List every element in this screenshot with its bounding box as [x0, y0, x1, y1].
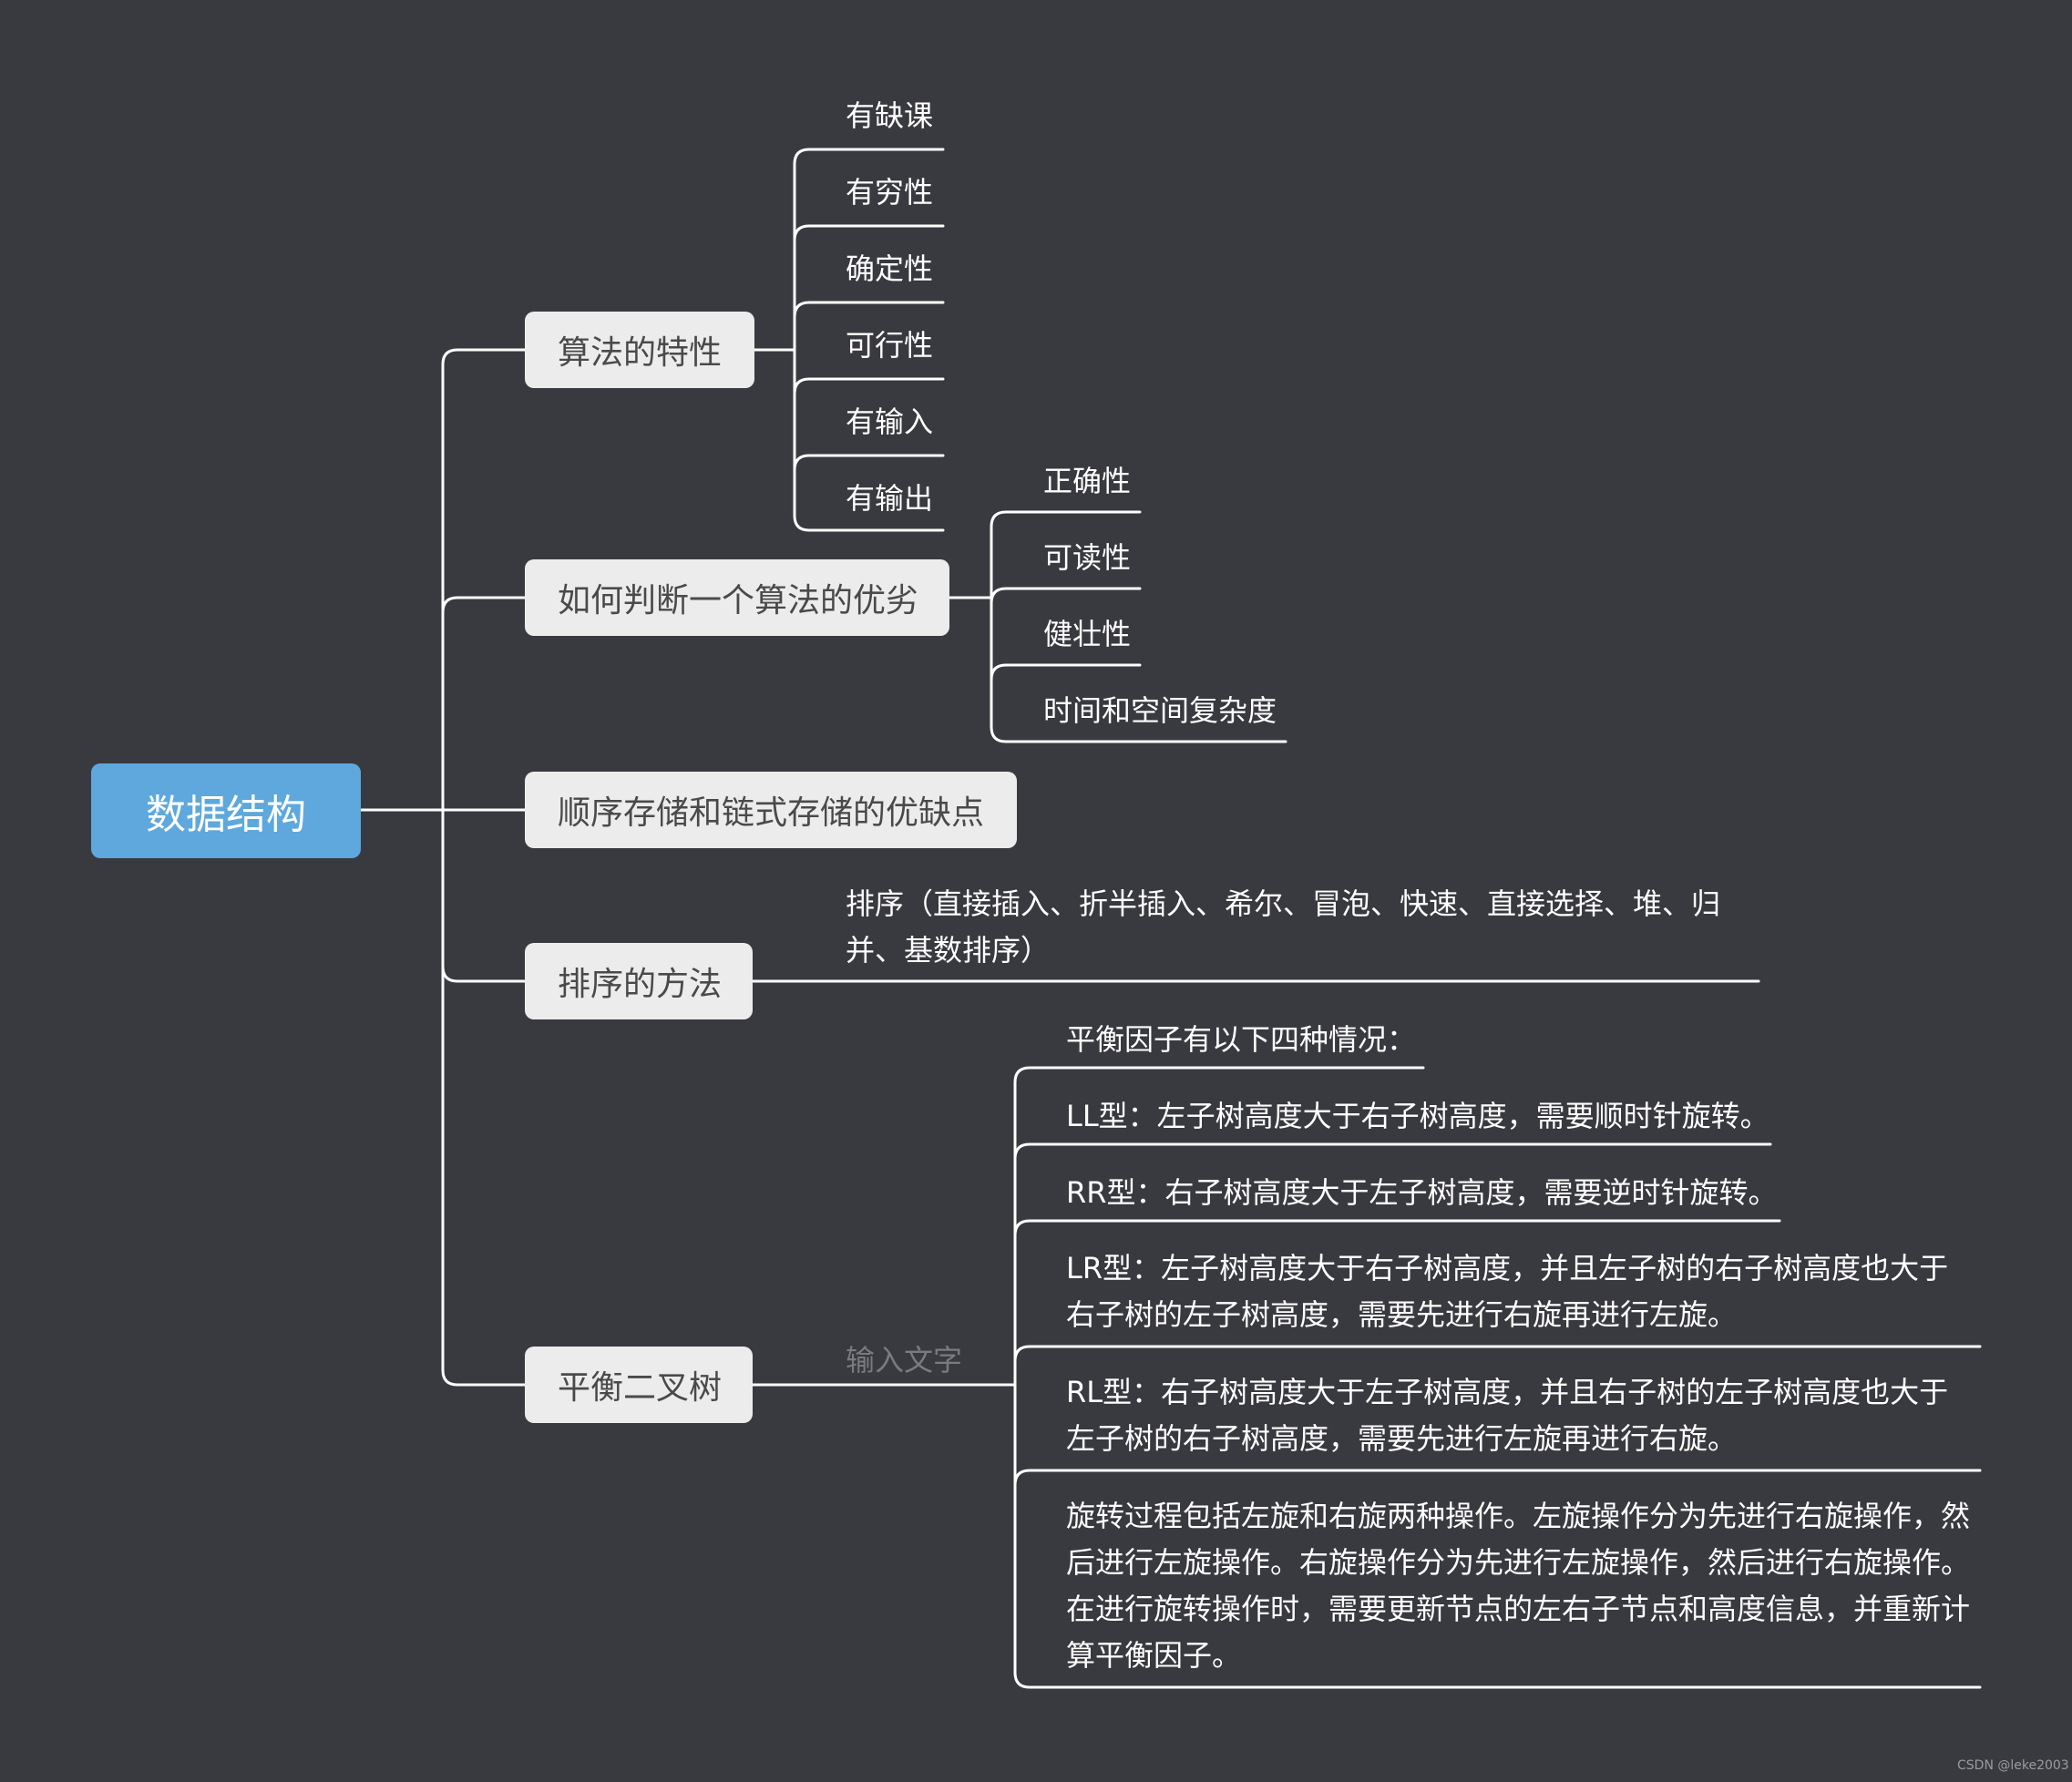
leaf-node[interactable]: 平衡因子有以下四种情况：	[1066, 1024, 1416, 1055]
leaf-label: 有输出	[846, 481, 934, 516]
leaf-node[interactable]: 排序（直接插入、折半插入、希尔、冒泡、快速、直接选择、堆、归并、基数排序）	[846, 881, 1757, 974]
leaf-label: 排序（直接插入、折半插入、希尔、冒泡、快速、直接选择、堆、归并、基数排序）	[846, 886, 1721, 968]
leaf-node[interactable]: 可行性	[846, 330, 933, 361]
leaf-node[interactable]: LL型：左子树高度大于右子树高度，需要顺时针旋转。	[1066, 1101, 1769, 1132]
placeholder-hint[interactable]: 输入文字	[846, 1337, 962, 1379]
leaf-label: LR型：左子树高度大于右子树高度，并且左子树的右子树高度也大于右子树的左子树高度…	[1066, 1251, 1949, 1332]
leaf-node[interactable]: RL型：右子树高度大于左子树高度，并且右子树的左子树高度也大于左子树的右子树高度…	[1066, 1369, 1977, 1462]
leaf-node[interactable]: 健壮性	[1043, 619, 1131, 650]
branch-label: 平衡二叉树	[558, 1369, 723, 1407]
branch-storage-comparison[interactable]: 顺序存储和链式存储的优缺点	[525, 772, 1017, 848]
leaf-node[interactable]: 有穷性	[846, 177, 933, 208]
leaf-node[interactable]: 有输出	[846, 483, 933, 514]
leaf-node[interactable]: 可读性	[1043, 542, 1131, 573]
root-node[interactable]: 数据结构	[91, 763, 361, 858]
watermark-label: CSDN @leke2003	[1957, 1758, 2069, 1773]
leaf-node[interactable]: 旋转过程包括左旋和右旋两种操作。左旋操作分为先进行右旋操作，然后进行左旋操作。右…	[1066, 1493, 1977, 1679]
branch-label: 顺序存储和链式存储的优缺点	[558, 794, 985, 832]
branch-label: 如何判断一个算法的优劣	[558, 582, 919, 620]
leaf-label: RR型：右子树高度大于左子树高度，需要逆时针旋转。	[1066, 1175, 1778, 1210]
leaf-label: 有缺课	[846, 98, 934, 133]
leaf-node[interactable]: RR型：右子树高度大于左子树高度，需要逆时针旋转。	[1066, 1177, 1777, 1208]
leaf-label: 健壮性	[1043, 617, 1132, 651]
branch-label: 排序的方法	[558, 966, 723, 1003]
leaf-label: 正确性	[1043, 464, 1132, 498]
leaf-label: LL型：左子树高度大于右子树高度，需要顺时针旋转。	[1066, 1099, 1769, 1133]
leaf-node[interactable]: 时间和空间复杂度	[1043, 695, 1277, 726]
watermark-credit: CSDN @leke2003	[1957, 1758, 2069, 1773]
leaf-node[interactable]: LR型：左子树高度大于右子树高度，并且左子树的右子树高度也大于右子树的左子树高度…	[1066, 1245, 1977, 1338]
leaf-label: 可读性	[1043, 540, 1132, 575]
root-label: 数据结构	[146, 792, 306, 838]
leaf-node[interactable]: 正确性	[1043, 466, 1131, 497]
leaf-label: 时间和空间复杂度	[1043, 693, 1277, 728]
leaf-label: 可行性	[846, 328, 934, 363]
branch-algorithm-properties[interactable]: 算法的特性	[525, 312, 754, 388]
branch-algorithm-quality[interactable]: 如何判断一个算法的优劣	[525, 559, 949, 636]
leaf-label: 确定性	[846, 251, 934, 286]
branch-label: 算法的特性	[558, 334, 723, 372]
placeholder-label: 输入文字	[846, 1343, 963, 1377]
leaf-label: 旋转过程包括左旋和右旋两种操作。左旋操作分为先进行右旋操作，然后进行左旋操作。右…	[1066, 1499, 1971, 1673]
leaf-label: 平衡因子有以下四种情况：	[1066, 1022, 1417, 1057]
leaf-node[interactable]: 确定性	[846, 253, 933, 284]
branch-sorting-methods[interactable]: 排序的方法	[525, 943, 753, 1019]
leaf-label: 有穷性	[846, 175, 934, 210]
leaf-label: RL型：右子树高度大于左子树高度，并且右子树的左子树高度也大于左子树的右子树高度…	[1066, 1375, 1949, 1456]
leaf-node[interactable]: 有输入	[846, 406, 933, 437]
branch-balanced-binary-tree[interactable]: 平衡二叉树	[525, 1347, 753, 1423]
leaf-node[interactable]: 有缺课	[846, 100, 933, 131]
leaf-label: 有输入	[846, 405, 934, 439]
